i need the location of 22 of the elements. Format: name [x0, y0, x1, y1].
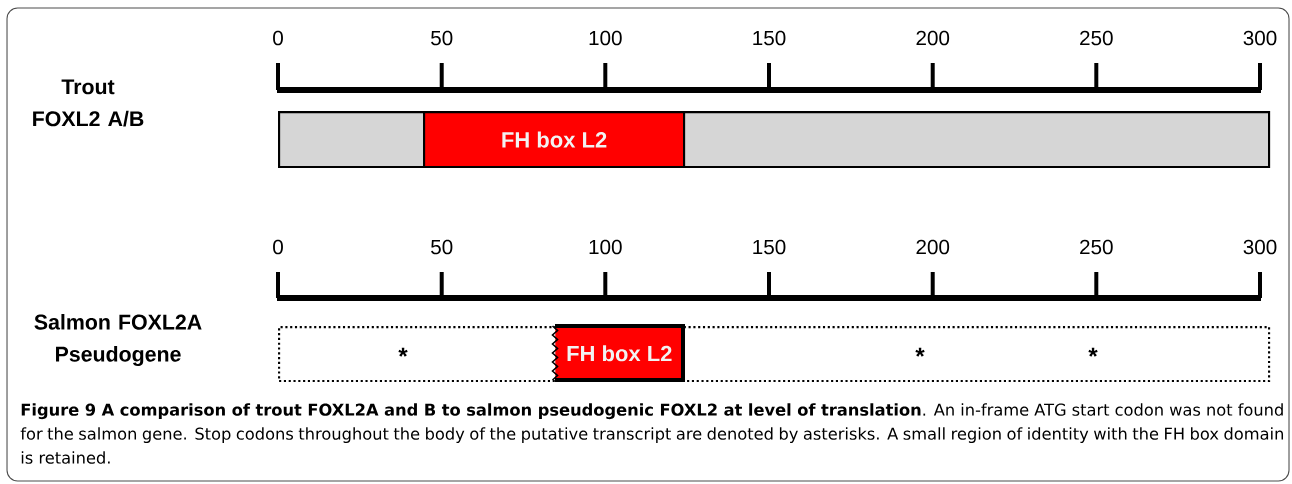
scale-number: 300	[1243, 30, 1277, 46]
scale-number: 100	[589, 30, 622, 46]
scale-number: 250	[1080, 30, 1113, 46]
stop-codon-mark: *	[915, 347, 925, 357]
scale-number: 0	[273, 30, 283, 46]
scale-number: 0	[273, 239, 283, 255]
scale-number: 200	[916, 239, 950, 255]
scale-number: 150	[753, 239, 786, 255]
row-label: Trout FOXL2 A/B	[33, 79, 144, 127]
stop-codon-mark: *	[1088, 347, 1098, 357]
scale-number: 150	[753, 30, 786, 46]
scale-number: 200	[916, 30, 950, 46]
domain-box: FH box L2	[423, 111, 686, 169]
scale-number: 50	[431, 30, 453, 46]
scale-number: 300	[1243, 239, 1277, 255]
scale-number: 50	[431, 239, 453, 255]
domain-box: FH box L2	[551, 324, 685, 382]
figure-caption: Figure 9 A comparison of trout FOXL2A and B to salmon pseudogenic FOXL2 at level of translation. An in-frame ATG start codon was not found for the salmon gene. Stop codons throughout the body of the putative transcript are denoted by asterisks. A small region of identity with the FH box domain is retained.	[20, 403, 1283, 464]
scale-number: 100	[589, 239, 622, 255]
stop-codon-mark: *	[398, 347, 408, 357]
scale-number: 250	[1080, 239, 1113, 255]
row-label: Salmon FOXL2A Pseudogene	[34, 314, 202, 366]
